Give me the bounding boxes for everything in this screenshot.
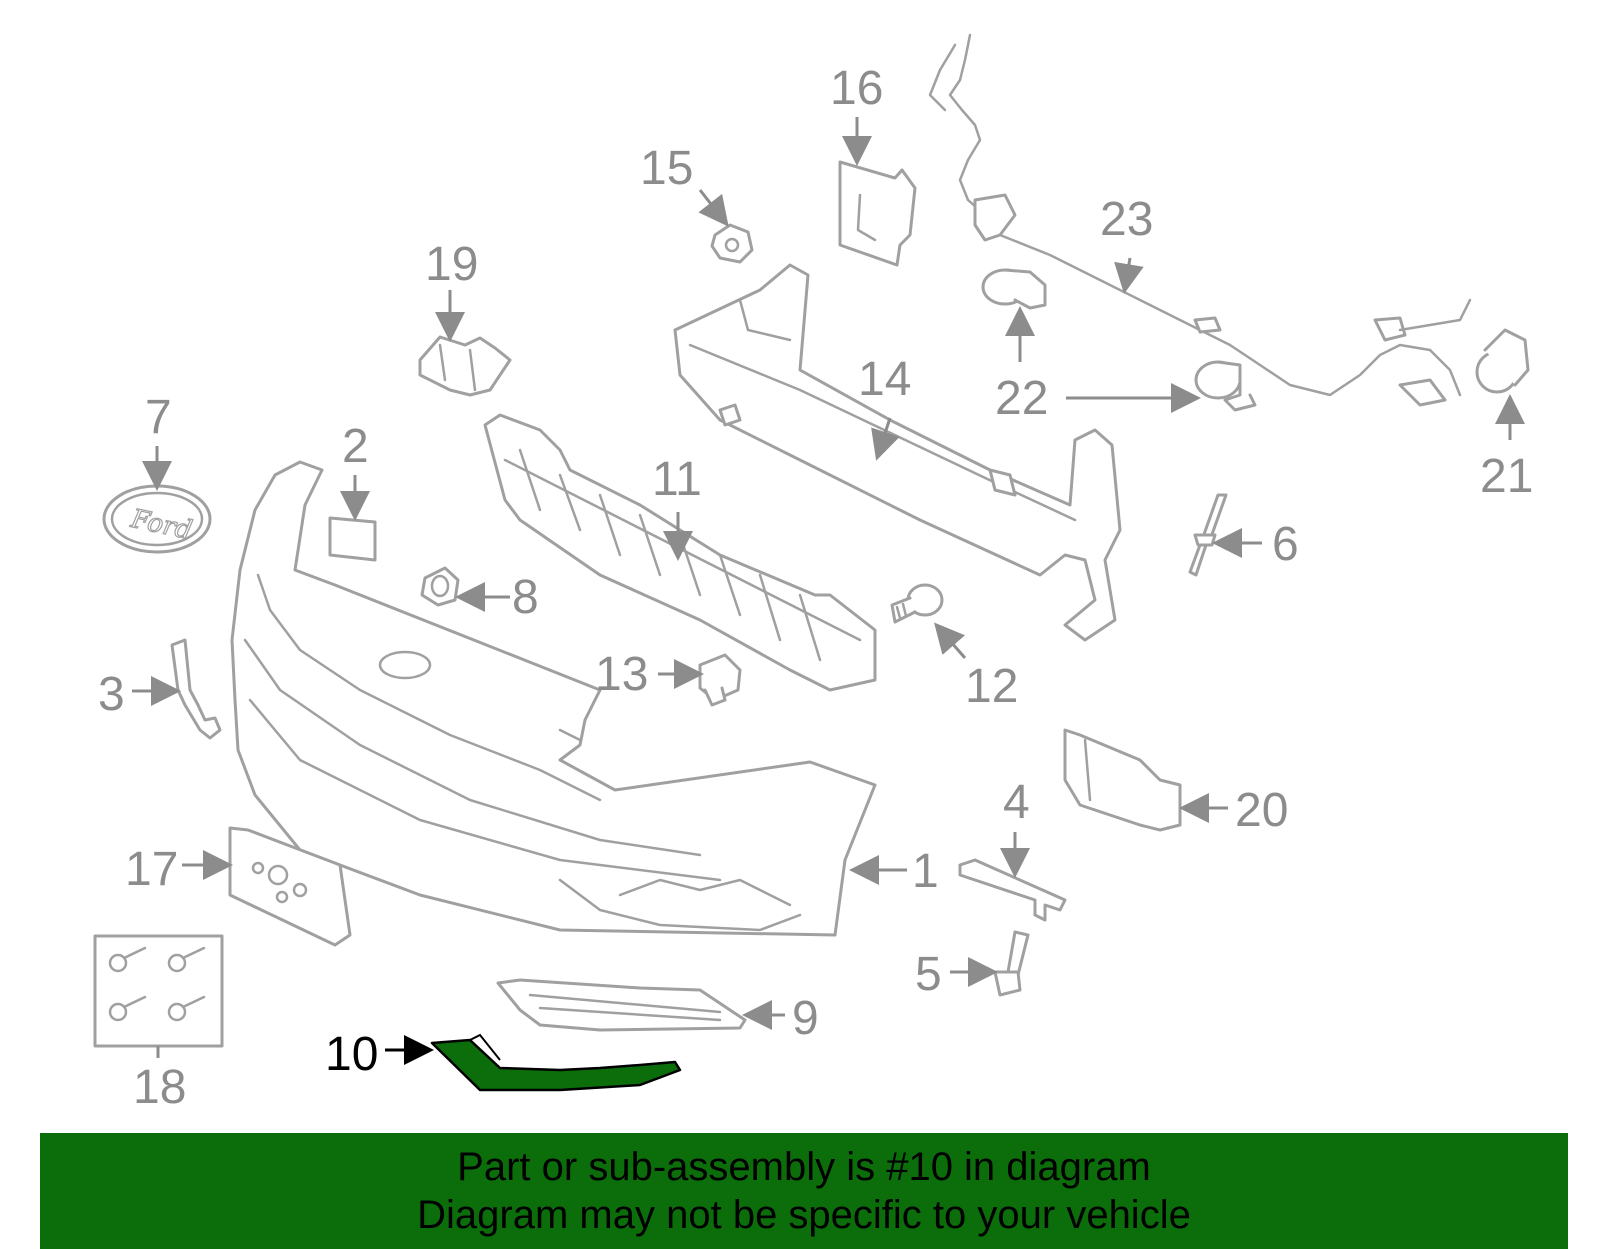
label-2: 2 <box>342 420 369 473</box>
label-14: 14 <box>858 353 911 406</box>
part-16-bracket <box>838 160 917 267</box>
banner-line-2: Diagram may not be specific to your vehi… <box>417 1193 1191 1237</box>
part-15-nut <box>710 223 754 264</box>
label-3: 3 <box>98 668 125 721</box>
part-17-license-bracket <box>228 826 352 947</box>
label-7: 7 <box>145 391 172 444</box>
part-labels: 16 15 19 23 22 21 14 11 7 2 8 6 12 13 3 … <box>98 62 1533 1114</box>
label-18: 18 <box>133 1061 186 1114</box>
part-5-bolt <box>993 930 1030 997</box>
part-13-nut <box>698 653 742 707</box>
label-8: 8 <box>512 571 539 624</box>
label-6: 6 <box>1272 518 1299 571</box>
label-20: 20 <box>1235 784 1288 837</box>
label-17: 17 <box>125 843 178 896</box>
label-1: 1 <box>912 845 939 898</box>
label-23: 23 <box>1100 193 1153 246</box>
part-20-lamp <box>1063 728 1182 832</box>
leader-lines <box>132 117 1525 1065</box>
part-1-bumper-cover <box>230 460 877 937</box>
part-8-clip <box>420 566 460 607</box>
label-12: 12 <box>965 660 1018 713</box>
part-4-strip <box>958 858 1067 922</box>
label-13: 13 <box>595 648 648 701</box>
part-23-wiring-harness <box>928 33 1472 407</box>
label-21: 21 <box>1480 450 1533 503</box>
part-18-screw-kit <box>93 934 224 1048</box>
part-19-module <box>418 335 512 397</box>
part-21-sensor <box>1475 328 1530 394</box>
part-7-ford-emblem: Ford <box>102 484 212 554</box>
label-9: 9 <box>792 992 819 1045</box>
part-12-screw <box>890 583 944 624</box>
part-10-trim-highlighted <box>430 1033 682 1092</box>
part-9-lower-grille <box>496 978 747 1032</box>
label-15: 15 <box>640 142 693 195</box>
label-19: 19 <box>425 238 478 291</box>
label-5: 5 <box>915 948 942 1001</box>
label-4: 4 <box>1003 776 1030 829</box>
label-16: 16 <box>830 62 883 115</box>
part-22-sensor-top <box>981 268 1047 310</box>
part-22-sensor-lower <box>1194 360 1257 412</box>
part-3-wire-bracket <box>170 638 222 740</box>
part-2-block <box>328 516 377 562</box>
label-22: 22 <box>995 372 1048 425</box>
part-6-pushpin <box>1188 493 1228 577</box>
banner-line-1: Part or sub-assembly is #10 in diagram <box>457 1145 1151 1189</box>
label-10: 10 <box>325 1028 378 1081</box>
label-11: 11 <box>652 453 702 506</box>
info-banner: Part or sub-assembly is #10 in diagram D… <box>40 1133 1568 1249</box>
